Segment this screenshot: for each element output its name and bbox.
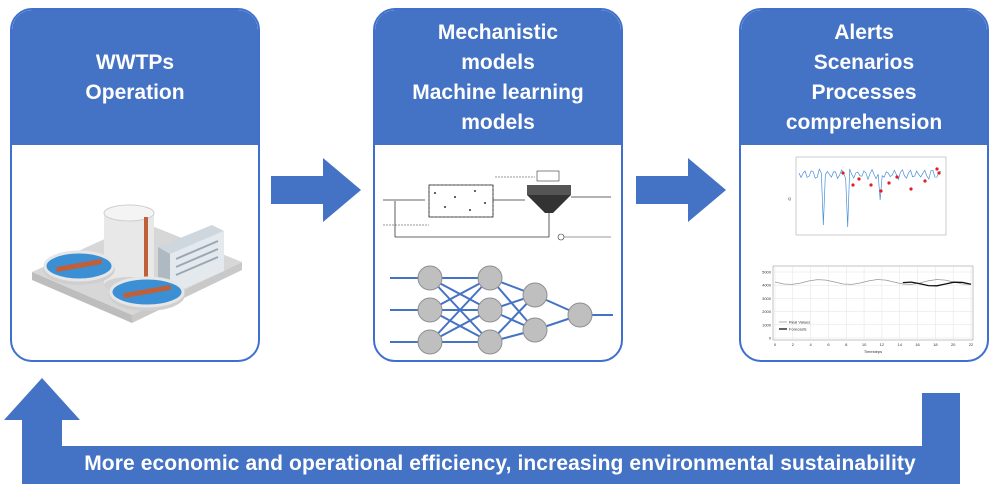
- x-tick-label: 20: [951, 342, 956, 347]
- alert-point: [857, 177, 861, 181]
- x-tick-label: 6: [827, 342, 830, 347]
- card-title-line: comprehension: [785, 110, 943, 134]
- x-tick-label: 0: [774, 342, 777, 347]
- x-tick-label: 4: [810, 342, 813, 347]
- nn-neuron: [522, 317, 548, 343]
- nn-neuron: [417, 297, 443, 323]
- card-title-line: Machine learning: [412, 80, 584, 104]
- nn-neuron: [417, 265, 443, 291]
- y-tick-label: 5000: [762, 270, 772, 275]
- card-title-line: models: [461, 50, 535, 74]
- x-tick-label: 14: [898, 342, 903, 347]
- card-title-line: WWTPs: [95, 50, 175, 74]
- card-title: Mechanistic models Machine learning mode…: [375, 10, 621, 145]
- nn-neuron: [477, 265, 503, 291]
- nn-neuron: [477, 297, 503, 323]
- card-title-line: Mechanistic: [437, 20, 559, 44]
- alert-point: [879, 189, 883, 193]
- card-title-line: Operation: [85, 80, 185, 104]
- nn-neuron: [417, 329, 443, 355]
- card-title-line: Alerts: [834, 20, 894, 44]
- y-tick-label: 2000: [762, 309, 772, 314]
- x-tick-label: 22: [969, 342, 974, 347]
- x-tick-label: 12: [880, 342, 885, 347]
- x-axis-label: Timesteps: [864, 349, 882, 354]
- card-title: WWTPs Operation: [12, 10, 258, 145]
- y-tick-label: 1000: [762, 322, 772, 327]
- y-tick-label: 0: [769, 336, 772, 341]
- x-tick-label: 2: [792, 342, 795, 347]
- card-title-line: Scenarios: [813, 50, 915, 74]
- footer-statement: More economic and operational efficiency…: [84, 452, 916, 475]
- x-tick-label: 8: [845, 342, 848, 347]
- alert-point: [895, 175, 899, 179]
- alert-point: [937, 171, 941, 175]
- y-tick-label: 3000: [762, 296, 772, 301]
- alert-point: [909, 187, 913, 191]
- nn-neuron: [567, 302, 593, 328]
- x-tick-label: 10: [862, 342, 867, 347]
- alert-point: [887, 181, 891, 185]
- alert-point: [851, 183, 855, 187]
- forecast-line-chart-icon: 5000 4000 3000 2000 1000 0 0 2 4 6 8 10 12 14 16 18 20 2…: [762, 265, 974, 354]
- alert-point: [869, 183, 873, 187]
- alert-point: [923, 179, 927, 183]
- card-title-line: models: [461, 110, 535, 134]
- time-series-alert-chart-icon: Q: [788, 156, 947, 236]
- wwtp-operation-card: WWTPs Operation: [10, 8, 260, 362]
- card-title-line: Processes: [811, 80, 917, 104]
- neural-network-diagram-icon: [390, 265, 613, 355]
- nn-neuron: [477, 329, 503, 355]
- nn-connection: [429, 277, 491, 343]
- card-title: Alerts Scenarios Processes comprehension: [741, 10, 987, 145]
- wastewater-plant-icon: [32, 204, 242, 323]
- arrow-right-icon: [271, 158, 361, 222]
- alert-point: [935, 167, 939, 171]
- nn-neuron: [522, 282, 548, 308]
- chart-y-label: Q: [788, 196, 791, 201]
- alerts-card: Alerts Scenarios Processes comprehension…: [739, 8, 989, 362]
- alert-point: [841, 171, 845, 175]
- process-flow-schematic-icon: [383, 170, 611, 241]
- arrow-right-icon: [636, 158, 726, 222]
- x-tick-label: 18: [933, 342, 938, 347]
- legend-real: Real Values: [789, 320, 810, 325]
- x-tick-label: 16: [915, 342, 920, 347]
- y-tick-label: 4000: [762, 283, 772, 288]
- models-card: Mechanistic models Machine learning mode…: [373, 8, 623, 362]
- legend-forecast: Forecasts: [789, 327, 807, 332]
